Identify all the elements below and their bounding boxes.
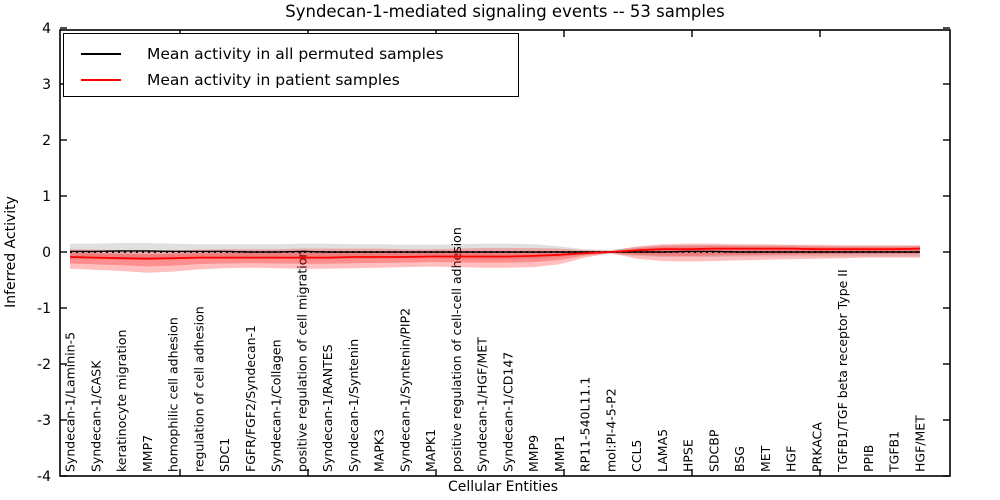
x-category-label: homophilic cell adhesion: [166, 317, 181, 472]
legend-line-permuted: [81, 52, 121, 55]
y-tick-label: 3: [42, 77, 51, 93]
x-category-label: FGFR/FGF2/Syndecan-1: [243, 325, 258, 472]
legend-label-permuted: Mean activity in all permuted samples: [147, 44, 444, 63]
y-tick-label: -3: [37, 413, 51, 429]
x-category-label: Syndecan-1/CASK: [88, 360, 103, 472]
x-category-label: MMP9: [526, 435, 541, 472]
x-axis-label: Cellular Entities: [448, 479, 558, 495]
x-category-label: mol:PI-4-5-P2: [603, 388, 618, 472]
x-category-label: positive regulation of cell migration: [294, 250, 309, 472]
x-category-label: MAPK3: [372, 429, 387, 472]
y-tick-label: -2: [37, 357, 51, 373]
x-category-label: Syndecan-1/Syntenin: [346, 339, 361, 472]
x-category-label: TGFB1/TGF beta receptor Type II: [835, 269, 850, 473]
y-axis-label: Inferred Activity: [3, 196, 19, 308]
x-category-label: Syndecan-1/RANTES: [320, 344, 335, 472]
legend-item-permuted: Mean activity in all permuted samples: [64, 41, 444, 66]
x-category-label: BSG: [732, 446, 747, 472]
plot-frame: [59, 29, 951, 477]
x-category-label: MET: [758, 445, 773, 472]
x-category-label: Syndecan-1/HGF/MET: [475, 337, 490, 472]
x-category-label: SDCBP: [706, 429, 721, 472]
x-category-label: Syndecan-1/Syntenin/PIP2: [397, 308, 412, 472]
x-category-label: MMP7: [140, 435, 155, 472]
y-tick-label: 0: [42, 245, 51, 261]
patient-mean-line: [69, 247, 921, 260]
y-tick-label: -1: [37, 301, 51, 317]
x-category-label: LAMA5: [655, 429, 670, 472]
legend-label-patient: Mean activity in patient samples: [147, 70, 400, 89]
x-category-label: HPSE: [681, 439, 696, 472]
x-category-label: Syndecan-1/CD147: [500, 352, 515, 472]
y-tick-label: -4: [37, 469, 51, 485]
x-category-label: CCL5: [629, 440, 644, 472]
x-category-label: HGF: [784, 446, 799, 472]
legend: Mean activity in all permuted samples Me…: [63, 33, 519, 97]
y-tick-label: 1: [42, 189, 51, 205]
x-category-label: MMP1: [552, 435, 567, 472]
x-category-label: keratinocyte migration: [114, 330, 129, 472]
x-category-label: PPIB: [861, 445, 876, 472]
x-category-label: RP11-540L11.1: [578, 377, 593, 472]
x-category-label: Syndecan-1/Laminin-5: [63, 332, 78, 472]
x-category-label: regulation of cell adhesion: [191, 306, 206, 472]
x-category-label: PRKACA: [810, 422, 825, 472]
x-category-label: TGFB1: [887, 431, 902, 473]
legend-line-patient: [81, 78, 121, 81]
x-category-label: Syndecan-1/Collagen: [269, 339, 284, 472]
x-category-label: SDC1: [217, 438, 232, 472]
x-category-label: MAPK1: [423, 429, 438, 472]
legend-item-patient: Mean activity in patient samples: [64, 67, 400, 92]
y-tick-label: 2: [42, 133, 51, 149]
x-category-label: positive regulation of cell-cell adhesio…: [449, 227, 464, 472]
y-tick-label: 4: [42, 21, 51, 37]
chart-title: Syndecan-1-mediated signaling events -- …: [285, 2, 724, 21]
x-category-label: HGF/MET: [913, 415, 928, 472]
